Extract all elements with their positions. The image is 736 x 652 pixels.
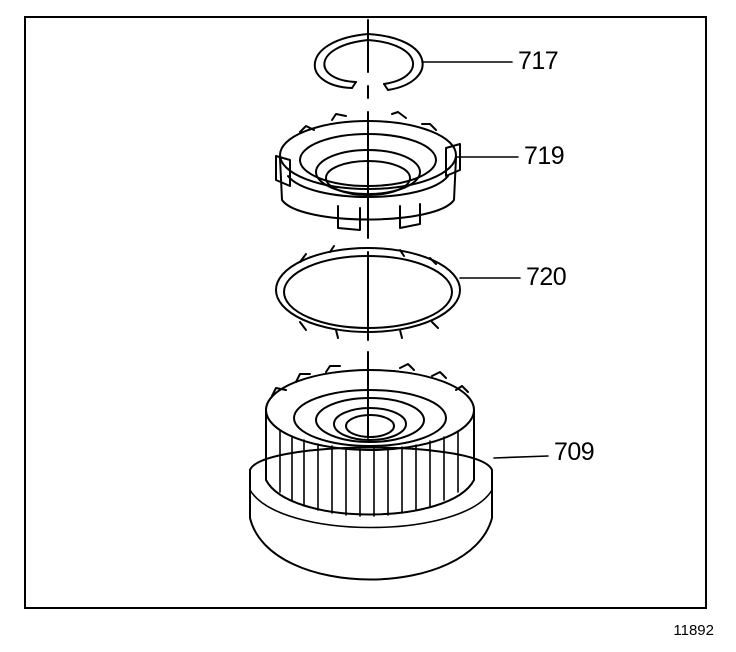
flange-cage-719 xyxy=(275,111,519,231)
diagram-frame xyxy=(24,16,707,609)
figure-number: 11892 xyxy=(673,622,714,639)
ring-720 xyxy=(275,245,521,339)
snap-ring-717 xyxy=(313,33,513,91)
drum-housing-709 xyxy=(249,363,549,581)
callout-719: 719 xyxy=(524,142,565,170)
callout-717: 717 xyxy=(518,47,559,75)
callout-709: 709 xyxy=(554,438,595,466)
callout-720: 720 xyxy=(526,263,567,291)
